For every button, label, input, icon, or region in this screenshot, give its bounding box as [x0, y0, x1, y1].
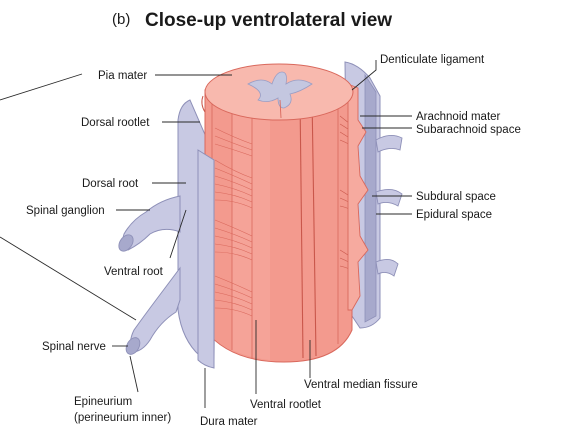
label-pia-mater: Pia mater [98, 70, 147, 82]
leader-ventral-root [169, 209, 187, 259]
label-epineurium: Epineurium [74, 396, 132, 408]
leader-epineurium [129, 355, 139, 393]
label-spinal-nerve: Spinal nerve [42, 341, 106, 353]
label-subdural-space: Subdural space [416, 191, 496, 203]
denticulate-ligament-band [347, 83, 369, 311]
zoom-guide-line-bottom [0, 236, 137, 321]
label-epidural-space: Epidural space [416, 209, 492, 221]
label-subarachnoid-space: Subarachnoid space [416, 124, 521, 136]
front-dura-panel [197, 149, 215, 369]
cord-cross-section [201, 63, 354, 121]
label-dura-mater: Dura mater [200, 416, 258, 428]
label-dorsal-rootlet: Dorsal rootlet [81, 117, 150, 129]
zoom-guide-line-top [0, 73, 83, 101]
label-epineurium-sub: (perineurium inner) [74, 412, 171, 424]
grey-matter [247, 71, 313, 109]
title-text: Close-up ventrolateral view [145, 10, 392, 31]
label-ventral-median-fissure: Ventral median fissure [304, 379, 418, 391]
label-dorsal-root: Dorsal root [82, 178, 139, 190]
spinal-cord [204, 89, 359, 363]
label-denticulate-ligament: Denticulate ligament [380, 54, 485, 66]
label-spinal-ganglion: Spinal ganglion [26, 205, 105, 217]
label-arachnoid-mater: Arachnoid mater [416, 111, 501, 123]
figure-title: (b) Close-up ventrolateral view [112, 10, 392, 31]
label-ventral-root: Ventral root [104, 266, 164, 278]
leader-lines [112, 60, 412, 408]
panel-letter: (b) [112, 11, 130, 28]
leader-denticulate-ligament [351, 60, 377, 91]
labels: Pia mater Dorsal rootlet Dorsal root Spi… [26, 54, 521, 428]
label-ventral-rootlet: Ventral rootlet [250, 399, 322, 411]
